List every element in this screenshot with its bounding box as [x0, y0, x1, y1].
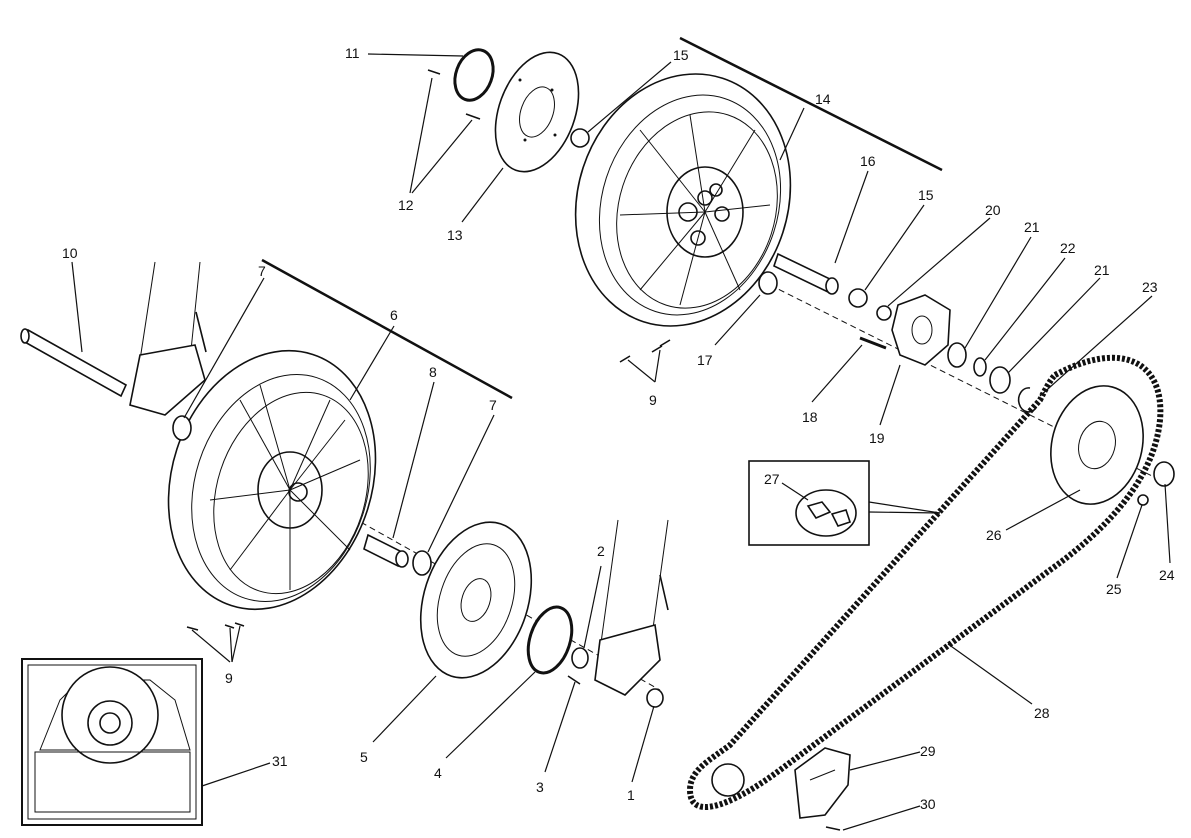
rear-disc-carrier	[453, 48, 495, 102]
front-bearing-left	[172, 415, 192, 441]
front-brake-disc	[419, 521, 533, 679]
callout-1: 1	[627, 787, 635, 803]
chain-link-inset	[748, 460, 941, 546]
front-seal	[571, 647, 589, 669]
callout-4: 4	[434, 765, 442, 781]
front-phonic-wheel	[526, 605, 574, 675]
callout-18: 18	[802, 409, 818, 425]
rear-washer-a	[947, 342, 967, 368]
callout-2: 2	[597, 543, 605, 559]
chain-guard-screw	[825, 826, 841, 831]
callout-20: 20	[985, 202, 1001, 218]
rear-seal	[973, 357, 987, 377]
callout-19: 19	[869, 430, 885, 446]
front-spacer	[363, 533, 409, 568]
callout-22: 22	[1060, 240, 1076, 256]
rear-wheel-group-bar	[679, 36, 943, 172]
sprocket-inset	[21, 658, 203, 826]
front-fork-right	[594, 519, 669, 696]
callout-23: 23	[1142, 279, 1158, 295]
rear-wheel-bolts	[619, 339, 671, 363]
callout-13: 13	[447, 227, 463, 243]
callout-21b: 21	[1094, 262, 1110, 278]
front-sprocket	[711, 763, 745, 797]
rear-washer-b	[989, 366, 1011, 394]
callout-10: 10	[62, 245, 78, 261]
callout-12: 12	[398, 197, 414, 213]
callout-15b: 15	[918, 187, 934, 203]
rear-o-ring	[876, 305, 892, 321]
drive-chain	[686, 354, 1164, 811]
callout-9a: 9	[225, 670, 233, 686]
callout-14: 14	[815, 91, 831, 107]
sprocket-nut	[1153, 461, 1175, 487]
callout-7b: 7	[489, 397, 497, 413]
callout-25: 25	[1106, 581, 1122, 597]
callout-5: 5	[360, 749, 368, 765]
callout-21a: 21	[1024, 219, 1040, 235]
rear-sprocket	[1050, 385, 1144, 505]
callout-7a: 7	[258, 263, 266, 279]
front-wheel-group-bar	[261, 258, 513, 400]
callout-27: 27	[764, 471, 780, 487]
front-bearing-right	[412, 550, 432, 576]
sprocket-carrier	[891, 294, 951, 366]
front-fork-left	[129, 261, 207, 416]
callout-26: 26	[986, 527, 1002, 543]
front-axle-nut	[646, 688, 664, 708]
rear-bearing-right	[848, 288, 868, 308]
front-screw	[567, 675, 581, 685]
rear-wheel	[574, 73, 792, 327]
rear-bush	[758, 271, 778, 295]
sprocket-stud	[859, 336, 887, 350]
callout-15a: 15	[673, 47, 689, 63]
front-axle	[20, 328, 128, 398]
circlip	[1017, 387, 1037, 413]
callout-24: 24	[1159, 567, 1175, 583]
callout-28: 28	[1034, 705, 1050, 721]
rear-spacer	[773, 252, 839, 295]
callout-labels: 11 12 13 15 14 16 15 20 21 22 21 23 17 1…	[62, 45, 1175, 812]
front-wheel	[167, 349, 377, 611]
callout-31: 31	[272, 753, 288, 769]
rear-brake-disc	[494, 51, 580, 173]
callout-16: 16	[860, 153, 876, 169]
callout-11: 11	[345, 45, 360, 61]
callout-8: 8	[429, 364, 437, 380]
callout-6: 6	[390, 307, 398, 323]
callout-30: 30	[920, 796, 936, 812]
rear-disc-screws	[427, 69, 481, 120]
front-wheel-bolts	[186, 622, 245, 631]
rear-bearing-left	[570, 128, 590, 148]
callout-3: 3	[536, 779, 544, 795]
leader-lines	[71, 53, 1171, 831]
sprocket-small-nut	[1137, 494, 1149, 506]
callout-17: 17	[697, 352, 713, 368]
chain-guard	[794, 747, 851, 819]
callout-9b: 9	[649, 392, 657, 408]
callout-29: 29	[920, 743, 936, 759]
